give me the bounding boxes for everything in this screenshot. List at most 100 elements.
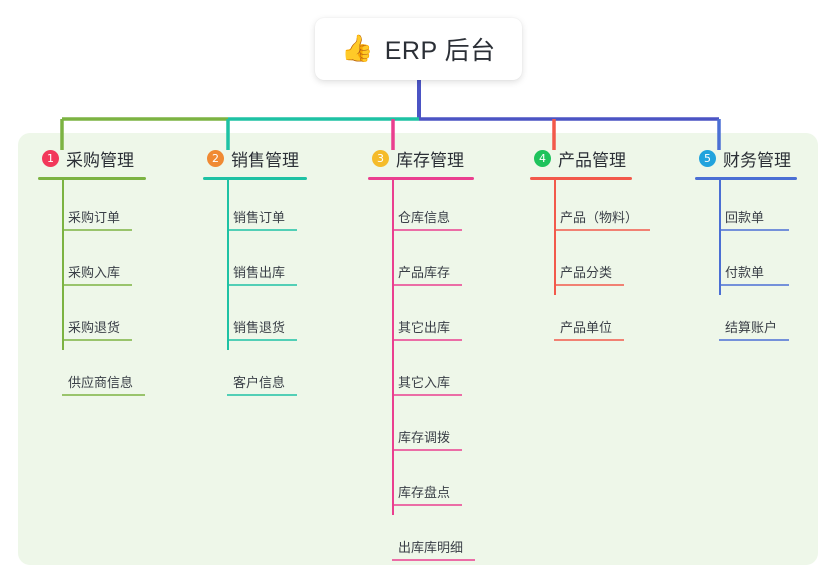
branch-child-underline xyxy=(392,504,462,506)
branch-panel-background xyxy=(18,133,818,565)
branch-child-item[interactable]: 产品单位 xyxy=(530,290,670,345)
branch-child-underline xyxy=(62,229,132,231)
branch-child-underline xyxy=(392,559,475,561)
branch-title: 财务管理 xyxy=(723,150,791,170)
branch-child-label: 客户信息 xyxy=(233,375,286,390)
branch-child-underline xyxy=(227,229,297,231)
branch-children: 产品（物料） 产品分类产品单位 xyxy=(530,180,670,345)
branch-number-badge: 3 xyxy=(372,149,389,167)
branch-child-label: 回款单 xyxy=(725,210,765,225)
branch-child-label: 采购入库 xyxy=(68,265,121,280)
branch-1: 1 采购管理采购订单采购入库采购退货供应商信息 xyxy=(38,145,186,400)
branch-child-item[interactable]: 结算账户 xyxy=(695,290,835,345)
root-title: ERP 后台 xyxy=(384,37,496,65)
root-node[interactable]: 👍 ERP 后台 xyxy=(315,18,522,80)
branch-child-underline xyxy=(554,229,650,231)
branch-4: 4 产品管理产品（物料） 产品分类产品单位 xyxy=(530,145,670,345)
branch-header-2[interactable]: 2 销售管理 xyxy=(203,145,345,171)
branch-number-badge: 2 xyxy=(207,149,224,167)
branch-child-underline xyxy=(392,339,462,341)
branch-child-label: 采购退货 xyxy=(68,320,121,335)
branch-child-label: 结算账户 xyxy=(725,320,778,335)
thumbs-up-icon: 👍 xyxy=(341,34,374,64)
branch-child-item[interactable]: 库存盘点 xyxy=(368,455,513,510)
branch-header-5[interactable]: 5 财务管理 xyxy=(695,145,835,171)
branch-child-item[interactable]: 销售出库 xyxy=(203,235,345,290)
branch-title: 采购管理 xyxy=(66,150,134,170)
branch-children: 销售订单销售出库销售退货客户信息 xyxy=(203,180,345,400)
branch-child-underline xyxy=(62,284,132,286)
branch-child-underline xyxy=(392,229,462,231)
branch-underline xyxy=(695,177,798,180)
branch-child-item[interactable]: 产品库存 xyxy=(368,235,513,290)
branch-child-underline xyxy=(554,284,624,286)
branch-trunk-line xyxy=(62,180,64,350)
branch-child-item[interactable]: 付款单 xyxy=(695,235,835,290)
branch-5: 5 财务管理回款单付款单结算账户 xyxy=(695,145,835,345)
branch-trunk-line xyxy=(719,180,721,295)
branch-child-label: 销售退货 xyxy=(233,320,286,335)
branch-child-underline xyxy=(392,394,462,396)
branch-child-label: 销售出库 xyxy=(233,265,286,280)
branch-child-label: 产品（物料） xyxy=(560,210,639,225)
branch-2: 2 销售管理销售订单销售出库销售退货客户信息 xyxy=(203,145,345,400)
branch-child-item[interactable]: 产品（物料） xyxy=(530,180,670,235)
branch-underline xyxy=(368,177,474,180)
branch-number-badge: 5 xyxy=(699,149,716,167)
branch-child-item[interactable]: 产品分类 xyxy=(530,235,670,290)
branch-child-item[interactable]: 其它出库 xyxy=(368,290,513,345)
branch-children: 仓库信息产品库存其它出库其它入库库存调拨库存盘点出库库明细 xyxy=(368,180,513,565)
branch-child-item[interactable]: 销售订单 xyxy=(203,180,345,235)
branch-children: 回款单付款单结算账户 xyxy=(695,180,835,345)
branch-child-item[interactable]: 库存调拨 xyxy=(368,400,513,455)
branch-child-item[interactable]: 采购入库 xyxy=(38,235,186,290)
branch-3: 3 库存管理仓库信息产品库存其它出库其它入库库存调拨库存盘点出库库明细 xyxy=(368,145,513,565)
branch-child-underline xyxy=(719,229,789,231)
branch-underline xyxy=(530,177,633,180)
branch-child-item[interactable]: 客户信息 xyxy=(203,345,345,400)
branch-title: 销售管理 xyxy=(231,150,299,170)
branch-child-item[interactable]: 供应商信息 xyxy=(38,345,186,400)
branch-number-badge: 4 xyxy=(534,149,551,167)
branch-children: 采购订单采购入库采购退货供应商信息 xyxy=(38,180,186,400)
branch-number-badge: 1 xyxy=(42,149,59,167)
branch-child-item[interactable]: 其它入库 xyxy=(368,345,513,400)
branch-header-1[interactable]: 1 采购管理 xyxy=(38,145,186,171)
branch-child-label: 其它出库 xyxy=(398,320,451,335)
branch-child-label: 供应商信息 xyxy=(68,375,134,390)
branch-child-label: 产品库存 xyxy=(398,265,451,280)
branch-header-4[interactable]: 4 产品管理 xyxy=(530,145,670,171)
branch-child-item[interactable]: 销售退货 xyxy=(203,290,345,345)
branch-trunk-line xyxy=(554,180,556,295)
branch-child-label: 库存盘点 xyxy=(398,485,451,500)
branch-child-underline xyxy=(227,284,297,286)
branch-underline xyxy=(38,177,147,180)
branch-child-item[interactable]: 仓库信息 xyxy=(368,180,513,235)
branch-child-underline xyxy=(227,394,297,396)
branch-child-underline xyxy=(227,339,297,341)
branch-child-underline xyxy=(392,284,462,286)
branch-child-label: 其它入库 xyxy=(398,375,451,390)
branch-title: 库存管理 xyxy=(396,150,464,170)
branch-trunk-line xyxy=(227,180,229,350)
branch-header-3[interactable]: 3 库存管理 xyxy=(368,145,513,171)
branch-child-label: 销售订单 xyxy=(233,210,286,225)
branch-child-label: 付款单 xyxy=(725,265,765,280)
branch-trunk-line xyxy=(392,180,394,515)
branch-child-label: 采购订单 xyxy=(68,210,121,225)
branch-child-underline xyxy=(392,449,462,451)
branch-child-item[interactable]: 回款单 xyxy=(695,180,835,235)
branch-child-item[interactable]: 采购退货 xyxy=(38,290,186,345)
branch-child-label: 仓库信息 xyxy=(398,210,451,225)
branch-child-underline xyxy=(62,339,132,341)
branch-child-underline xyxy=(719,339,789,341)
branch-child-item[interactable]: 采购订单 xyxy=(38,180,186,235)
branch-child-item[interactable]: 出库库明细 xyxy=(368,510,513,565)
branch-child-underline xyxy=(719,284,789,286)
branch-child-label: 产品单位 xyxy=(560,320,613,335)
branch-child-underline xyxy=(62,394,145,396)
branch-title: 产品管理 xyxy=(558,150,626,170)
branch-child-label: 出库库明细 xyxy=(398,540,464,555)
